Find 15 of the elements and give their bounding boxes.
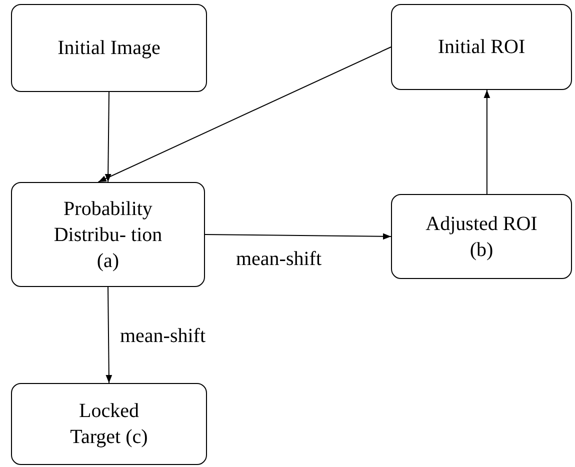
box-label: Adjusted ROI (b)	[424, 212, 538, 262]
process-box	[11, 383, 207, 465]
box-label: Initial ROI	[436, 35, 526, 60]
process-box	[391, 194, 572, 279]
process-box	[11, 4, 207, 92]
box-label: Probability Distribu- tion (a)	[52, 196, 164, 274]
process-box	[391, 4, 572, 90]
process-box	[11, 182, 205, 287]
box-label: Initial Image	[56, 36, 162, 61]
box-label: Locked Target (c)	[69, 399, 149, 450]
arrow	[104, 92, 112, 182]
arrow	[484, 90, 490, 194]
arrow	[204, 233, 392, 240]
arrow	[106, 286, 112, 384]
arrow	[98, 46, 392, 182]
